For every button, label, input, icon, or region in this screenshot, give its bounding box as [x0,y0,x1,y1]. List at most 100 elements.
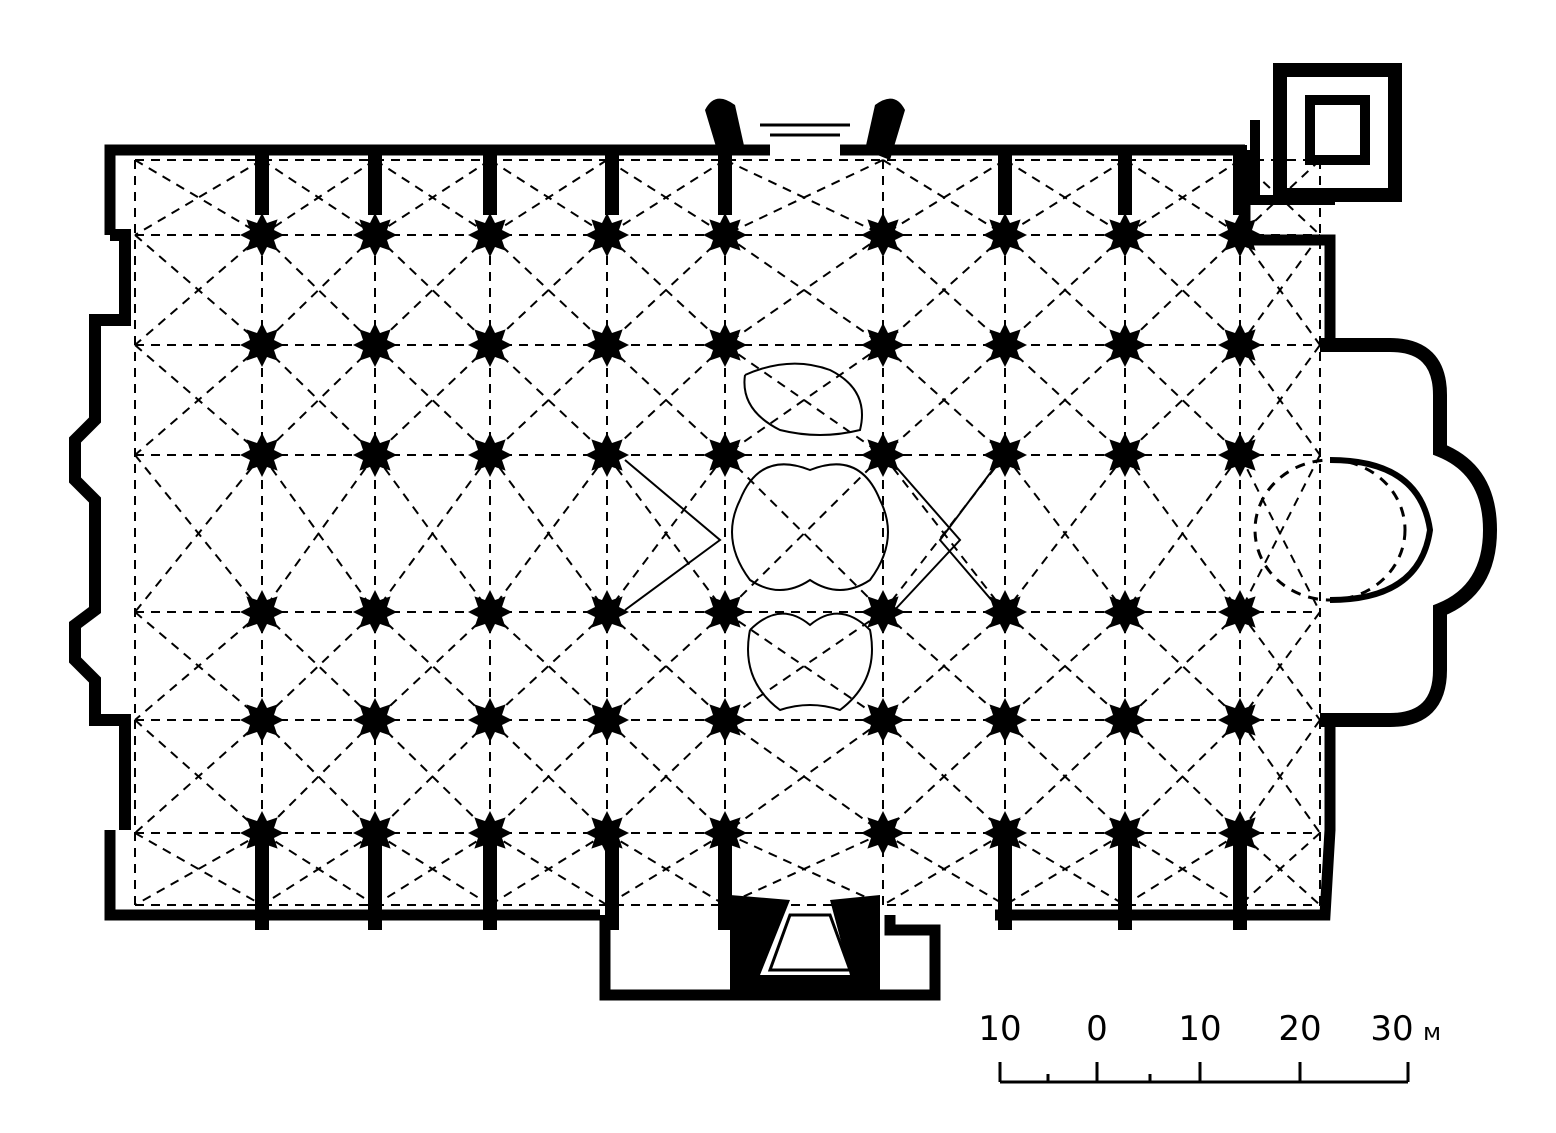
vault-rib-diagonal [1124,344,1241,456]
north-portal-right [865,98,905,160]
pier [1103,213,1147,257]
pier [1103,698,1147,742]
vault-rib-diagonal [134,344,263,456]
scale-label-0: 0 [1086,1009,1108,1049]
north-portal-steps [760,123,850,137]
vault-rib-diagonal [489,159,608,236]
pier [703,698,747,742]
pier [983,433,1027,477]
pier [240,213,284,257]
vault-rib-diagonal [374,159,491,236]
buttress [1233,145,1247,215]
pier [240,323,284,367]
vault-rib-diagonal [261,832,376,906]
bell-tower [1250,63,1402,205]
tower-stair [1250,120,1335,205]
vault-rib-diagonal [261,344,376,456]
vault-rib-diagonal [724,159,884,236]
vault-rib-lines [134,159,1321,906]
pier [703,590,747,634]
pier [703,323,747,367]
vault-rib-diagonal [1239,719,1321,834]
vault-rib-diagonal [1239,832,1321,906]
vault-rib-diagonal [134,454,263,613]
vault-rib-diagonal [1004,344,1126,456]
pier [468,811,512,855]
east-wall-south [1245,725,1336,921]
south-annex [599,915,941,1001]
north-wall [104,144,770,235]
pier [1218,698,1262,742]
vault-rib-diagonal [606,454,726,613]
pier [353,213,397,257]
vault-rib-diagonal [374,454,491,613]
buttresses [255,145,1247,930]
vault-rib-diagonal [489,344,608,456]
buttress [605,145,619,215]
pier [468,590,512,634]
vault-rib-diagonal [1004,454,1126,613]
pier [983,698,1027,742]
buttress [1118,840,1132,930]
vault-rib-diagonal [606,344,726,456]
pier [353,698,397,742]
pier [983,590,1027,634]
vault-rib-diagonal [1004,719,1126,834]
east-apse [1253,338,1498,727]
apse-inner [1329,457,1434,603]
vault-rib-diagonal [606,611,726,721]
tracery-lower [747,612,873,712]
buttress [483,840,497,930]
pier [353,811,397,855]
vault-rib-diagonal [489,234,608,346]
vault-rib-diagonal [374,234,491,346]
vault-rib-diagonal [606,832,726,906]
vault-rib-diagonal [1239,344,1321,456]
vault-rib-diagonal [374,611,491,721]
vault-rib-diagonal [724,454,884,613]
tracery-ribs [624,459,1001,616]
tower-inner [1305,95,1370,165]
pier [983,213,1027,257]
buttress [368,145,382,215]
vault-rib-diagonal [261,234,376,346]
pier [861,811,905,855]
pier [240,698,284,742]
vault-rib-diagonal [1239,234,1321,346]
vault-rib-diagonal [261,611,376,721]
vault-rib-diagonal [261,719,376,834]
vault-rib-diagonal [724,344,884,456]
pier [240,811,284,855]
vault-rib-diagonal [374,719,491,834]
pier [703,811,747,855]
vault-rib-diagonal [1124,611,1241,721]
vault-rib-diagonal [1004,832,1126,906]
pier [585,811,629,855]
south-portal-opening [767,913,853,972]
scale-label-10: 10 [1178,1009,1221,1049]
vault-rib-diagonal [374,832,491,906]
vault-rib-diagonal [1004,159,1126,236]
vault-rib-diagonal [134,719,263,834]
vault-rib-diagonal [1124,454,1241,613]
vault-rib-diagonal [1124,344,1241,456]
vault-rib-diagonal [374,234,491,346]
tracery-upper [743,362,863,436]
pier [585,323,629,367]
north-portal-left [705,98,745,160]
vault-rib-diagonal [374,344,491,456]
vault-rib-diagonal [606,159,726,236]
pier [468,433,512,477]
vault-rib-diagonal [724,234,884,346]
scale-unit: м [1423,1018,1441,1046]
pier [861,590,905,634]
vault-rib-diagonal [724,719,884,834]
pier [1218,811,1262,855]
vault-rib-diagonal [261,611,376,721]
vault-rib-diagonal [261,719,376,834]
piers [240,213,1262,855]
buttress [368,840,382,930]
vault-rib-diagonal [134,832,263,906]
pier [1218,323,1262,367]
